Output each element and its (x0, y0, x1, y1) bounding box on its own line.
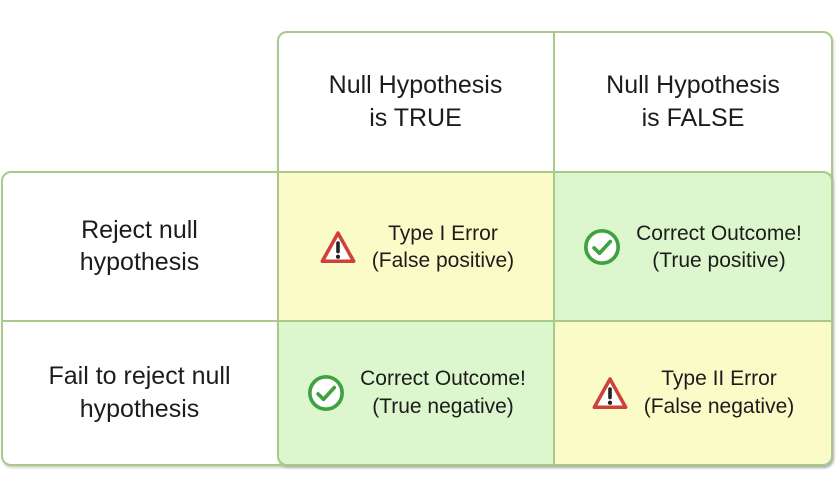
row-header-line: Reject null (81, 215, 198, 244)
check-circle-icon (584, 229, 621, 265)
row-header-fail-to-reject: Fail to reject null hypothesis (1, 320, 278, 465)
check-circle-icon (308, 374, 345, 411)
row-header-line: Fail to reject null (48, 362, 231, 390)
cell-type-2-error: Type II Error (False negative) (554, 321, 831, 464)
row-divider (3, 320, 831, 322)
body-rows-outline (1, 171, 833, 466)
cell-text-line: Type II Error (661, 367, 777, 391)
cell-text-line: (True negative) (372, 394, 514, 418)
cell-text-line: Type I Error (388, 221, 498, 245)
column-header-line: is FALSE (641, 103, 745, 132)
cell-true-positive: Correct Outcome! (True positive) (554, 173, 831, 321)
row-header-line: hypothesis (79, 394, 200, 423)
column-header-line: Null Hypothesis (606, 71, 780, 99)
cell-type-1-error: Type I Error (False positive) (279, 173, 554, 321)
cell-text: Correct Outcome! (True positive) (636, 220, 802, 275)
column-header-line: is TRUE (369, 103, 462, 132)
column-divider (553, 33, 555, 464)
cell-text-line: (False positive) (371, 249, 515, 272)
row-header-line: hypothesis (79, 248, 200, 276)
cell-fill-type-1-error (279, 173, 554, 321)
cell-text: Type I Error (False positive) (372, 220, 514, 275)
column-header-null-true: Null Hypothesis is TRUE (278, 31, 553, 172)
cell-text-line: Correct Outcome! (636, 221, 802, 245)
cell-text-line: Correct Outcome! (360, 367, 526, 391)
cell-text: Correct Outcome! (True negative) (360, 365, 526, 420)
row-header-reject: Reject null hypothesis (1, 172, 278, 320)
cell-text: Type II Error (False negative) (644, 365, 795, 420)
cell-text-line: (False negative) (643, 394, 795, 418)
warning-icon (320, 231, 356, 264)
cell-true-negative: Correct Outcome! (True negative) (279, 321, 554, 464)
warning-icon (592, 376, 628, 409)
column-header-line: Null Hypothesis (328, 71, 503, 99)
cell-text-line: (True positive) (652, 249, 786, 272)
column-header-null-false: Null Hypothesis is FALSE (553, 31, 833, 172)
